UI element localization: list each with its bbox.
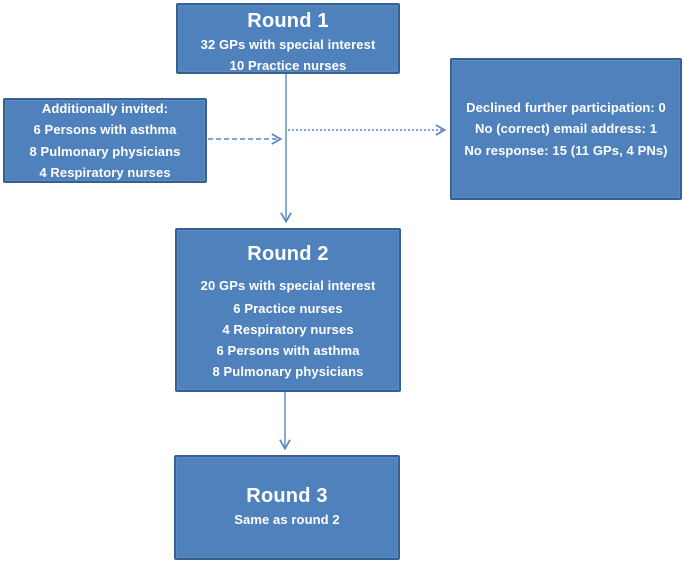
- box-round2-line: 8 Pulmonary physicians: [212, 364, 364, 380]
- box-round1-line: 10 Practice nurses: [229, 58, 347, 74]
- box-round3: Round 3 Same as round 2: [174, 455, 400, 560]
- box-declined: Declined further participation: 0 No (co…: [450, 58, 682, 200]
- box-round2-line: 4 Respiratory nurses: [222, 322, 354, 338]
- box-additionally-invited: Additionally invited: 6 Persons with ast…: [3, 98, 207, 183]
- box-invited-line: Additionally invited:: [41, 101, 169, 117]
- box-round3-line: Same as round 2: [234, 512, 340, 528]
- box-declined-line: No (correct) email address: 1: [474, 121, 658, 137]
- box-round1-line: 32 GPs with special interest: [200, 37, 376, 52]
- box-invited-line: 8 Pulmonary physicians: [29, 143, 181, 159]
- box-invited-line: 6 Persons with asthma: [33, 122, 177, 138]
- box-round2-line: 6 Persons with asthma: [216, 343, 360, 359]
- box-round2: Round 2 20 GPs with special interest 6 P…: [175, 228, 401, 392]
- box-round1-title: Round 1: [247, 10, 329, 32]
- box-round2-line: 20 GPs with special interest: [200, 278, 376, 293]
- box-round3-title: Round 3: [246, 485, 328, 508]
- box-declined-line: Declined further participation: 0: [466, 100, 666, 116]
- box-declined-line: No response: 15 (11 GPs, 4 PNs): [464, 142, 668, 158]
- box-invited-line: 4 Respiratory nurses: [39, 164, 171, 180]
- box-round2-title: Round 2: [247, 243, 329, 265]
- box-round1: Round 1 32 GPs with special interest 10 …: [176, 3, 400, 74]
- box-round2-line: 6 Practice nurses: [233, 301, 343, 317]
